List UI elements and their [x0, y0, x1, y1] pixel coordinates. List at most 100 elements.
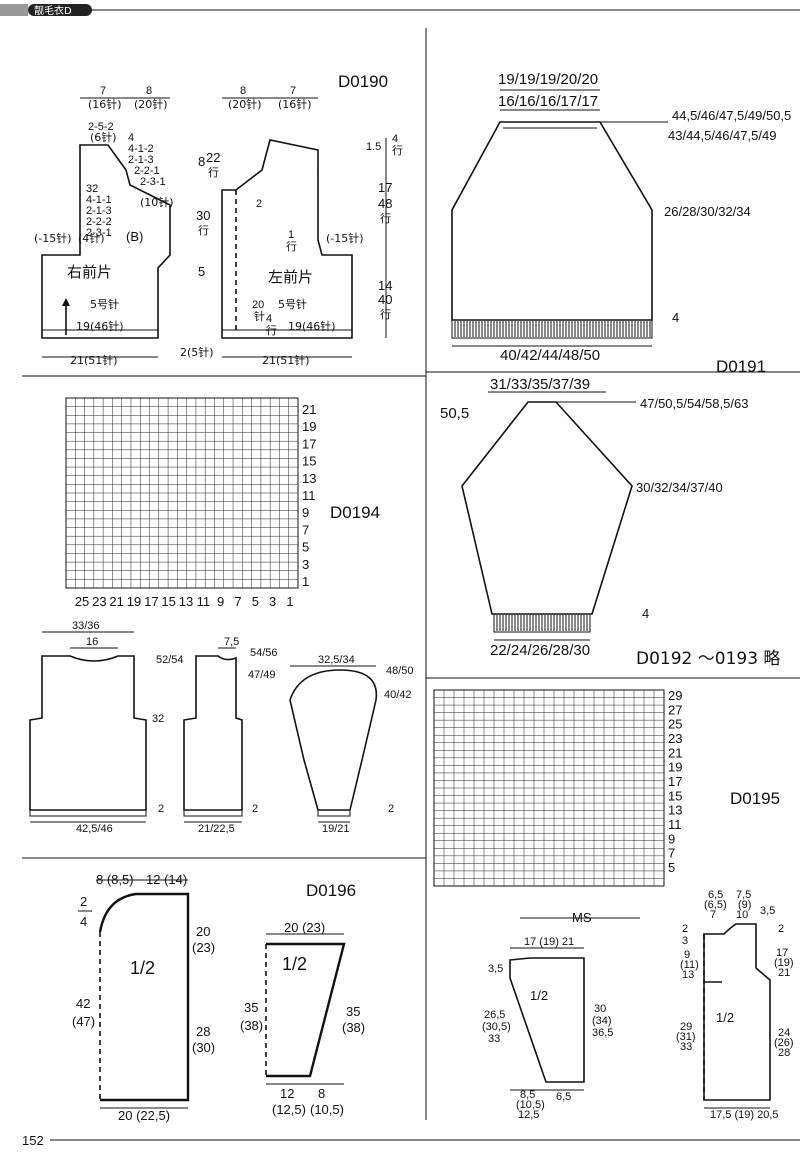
col-label: 25 [75, 594, 89, 609]
d0194-back-neck: 16 [86, 636, 98, 648]
d0191-rib-label: 4 [672, 310, 679, 325]
d0196-neck-a: 2 [80, 894, 87, 909]
d0195-sl-left-b2: 33 [488, 1033, 500, 1045]
d0190-code: D0190 [338, 72, 388, 91]
d0195-sl-left-a: 3,5 [488, 963, 503, 975]
row-label: 3 [302, 557, 309, 572]
d0196-top-b: 12 (14) [146, 872, 187, 887]
d0190-diagram: D0190 右前片 (B) 5号针 19(46针) 21(51针) 7 (16针… [34, 72, 403, 367]
d0196-sl-bot-b2: (10,5) [310, 1102, 344, 1117]
d0194-sleeve-rib [317, 809, 351, 817]
d0192-top: 31/33/35/37/39 [490, 376, 590, 393]
h-row: 行 [392, 144, 403, 157]
d0195-b-top-b2: 10 [736, 909, 748, 921]
d0195-b-l4-2: 33 [680, 1041, 692, 1053]
d0192-rib [493, 613, 591, 633]
side-dec-4: 2-3-1 [86, 227, 112, 239]
col-label: 17 [144, 594, 158, 609]
row-label: 19 [302, 419, 316, 434]
d0196-right-b2: (30) [192, 1040, 215, 1055]
h-row2: 行 [380, 212, 391, 225]
d0196-sl-bot-b: 8 [318, 1086, 325, 1101]
d0195-b-r2-0: 17 [776, 947, 788, 959]
row-label: 9 [302, 505, 309, 520]
d0196-bottom: 20 (22,5) [118, 1108, 170, 1123]
b-label: (B) [126, 229, 143, 244]
row-label: 1 [302, 574, 309, 589]
arm-dec-4: 2-3-1 [140, 176, 166, 188]
left-front-piece [221, 139, 353, 339]
d0195-b-top-b1: (9) [738, 899, 751, 911]
d0196-code: D0196 [306, 881, 356, 900]
d0195-code: D0195 [730, 789, 780, 808]
inc-left-4: (4针) [78, 231, 105, 245]
col-label: 5 [252, 594, 259, 609]
row-label: 17 [302, 436, 316, 451]
r-row: 行 [208, 166, 219, 179]
inc-left: (-15针) [34, 231, 72, 245]
col-label: 23 [92, 594, 106, 609]
d0195-sl-right1: (34) [592, 1015, 612, 1027]
d0196-sl-bot-a2: (12,5) [272, 1102, 306, 1117]
d0194-back [29, 655, 147, 811]
neck-dec-1: 2-5-2 [88, 121, 114, 133]
r-22: 22 [206, 150, 220, 165]
d0195-b-r3-2: 28 [778, 1047, 790, 1059]
c-row2: 行 [266, 324, 277, 337]
row-label: 25 [668, 717, 682, 732]
rib-label: 2(5针) [180, 345, 214, 359]
d0196-sl-top: 20 (23) [284, 920, 325, 935]
d0195-b-r1: 2 [778, 923, 784, 935]
d0195-b-r2-2: 21 [778, 967, 790, 979]
h-17: 17 [378, 180, 392, 195]
r-8: 8 [198, 154, 205, 169]
row-label: 21 [668, 745, 682, 760]
d0194-sl-rib-label: 2 [388, 803, 394, 815]
row-label: 27 [668, 702, 682, 717]
d0195-sl-bot-b: 6,5 [556, 1091, 571, 1103]
h-4: 4 [392, 133, 398, 145]
top-dim-c: 8 [240, 85, 246, 97]
d0195-b-bottom: 17,5 (19) 20,5 [710, 1109, 779, 1121]
right-total-width: 21(51针) [70, 353, 118, 367]
col-label: 7 [234, 594, 241, 609]
c-st: 针 [254, 309, 265, 323]
row-label: 21 [302, 402, 316, 417]
header-hatch [0, 4, 28, 16]
d0191-mid: 26/28/30/32/34 [664, 204, 751, 219]
d0195-sl-bot-a0: 8,5 [520, 1089, 535, 1101]
knit-arrow-right-head [62, 298, 70, 306]
col-label: 1 [286, 594, 293, 609]
left-bottom-width: 19(46针) [288, 319, 336, 333]
d0195-b-l4-1: (31) [676, 1031, 696, 1043]
d0195-ms: MS [572, 910, 592, 925]
d0195-sl-left-b0: 26,5 [484, 1009, 505, 1021]
row-label: 11 [668, 817, 682, 832]
d0194-front-r1: 54/56 [250, 647, 278, 659]
d0192-diagram: 31/33/35/37/39 50,5 47/50,5/54/58,5/63 3… [440, 376, 780, 669]
d0195-b-r3-0: 24 [778, 1027, 790, 1039]
d0196-sl-left: 35 [244, 1000, 258, 1015]
d0195-b-r2-1: (19) [774, 957, 794, 969]
d0191-diagram: 19/19/19/20/20 16/16/16/17/17 44,5/46/47… [451, 71, 791, 376]
d0196-sl-right: 35 [346, 1004, 360, 1019]
d0195-b-top-b0: 7,5 [736, 889, 751, 901]
r-5: 5 [198, 264, 205, 279]
header-title: 靓毛衣D [34, 4, 72, 17]
d0194-back-r1: 52/54 [156, 654, 184, 666]
d0195-b-l3-1: (11) [680, 959, 699, 971]
d0192-rib-label: 4 [642, 606, 649, 621]
c-1: 1 [288, 229, 294, 241]
d0196-right-a: 20 [196, 924, 210, 939]
d0191-body [451, 121, 653, 321]
row-label: 29 [668, 688, 682, 703]
h-40: 40 [378, 292, 392, 307]
top-dim-c-st: (20针) [228, 97, 262, 111]
right-bottom-width: 19(46针) [76, 319, 124, 333]
d0194-front-bottom: 21/22,5 [198, 823, 235, 835]
d0196-diagram: D0196 8 (8,5) 12 (14) 2 4 1/2 20 (23) 42… [72, 872, 365, 1123]
